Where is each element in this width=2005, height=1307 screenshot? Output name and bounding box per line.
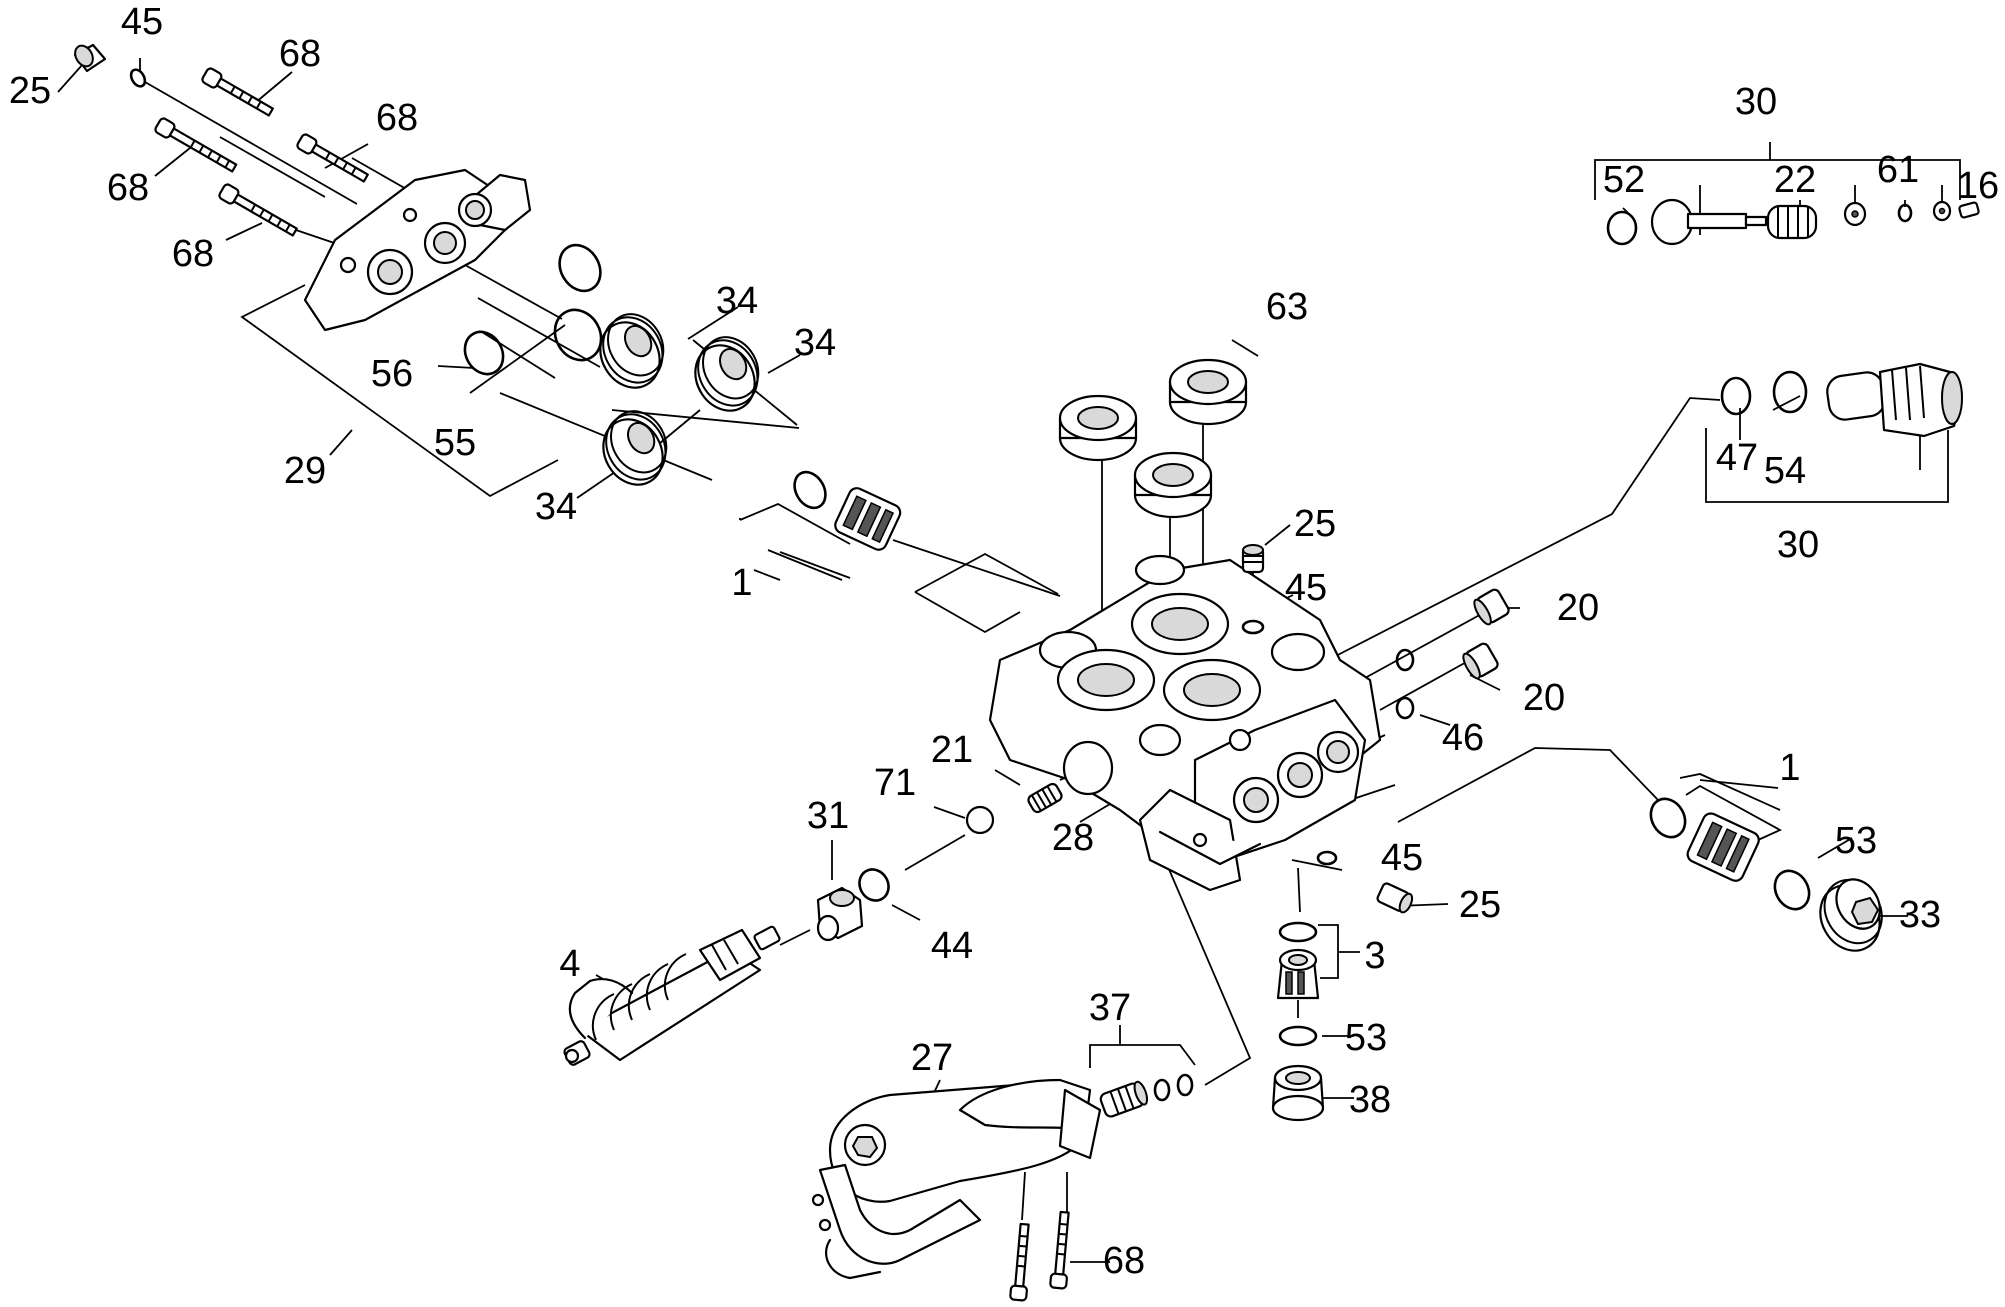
callout-l-30b: 30 xyxy=(1777,524,1819,566)
part-56-oring xyxy=(463,330,505,376)
callout-l-71: 71 xyxy=(874,762,916,804)
callout-l-63: 63 xyxy=(1266,286,1308,328)
part-1-check-valve-left xyxy=(834,487,902,551)
callout-l-47: 47 xyxy=(1716,437,1758,479)
callout-l-25b: 25 xyxy=(1294,503,1336,545)
callout-l-1b: 1 xyxy=(1779,747,1800,789)
callout-l-68a: 68 xyxy=(279,33,321,75)
callout-l-3: 3 xyxy=(1364,935,1385,977)
callout-l-25a: 25 xyxy=(9,70,51,112)
callout-l-20b: 20 xyxy=(1523,677,1565,719)
part-33-plug xyxy=(1819,878,1883,952)
part-28-pump-manifold xyxy=(988,554,1382,892)
part-3-check-valve xyxy=(1276,948,1320,1000)
callout-l-45b: 45 xyxy=(1285,567,1327,609)
callout-l-53b: 53 xyxy=(1345,1017,1387,1059)
part-20-plugs xyxy=(1462,588,1510,680)
callout-l-52: 52 xyxy=(1603,159,1645,201)
part-55-oring xyxy=(553,308,603,362)
callout-l-34c: 34 xyxy=(535,486,577,528)
callout-l-16: 16 xyxy=(1957,165,1999,207)
callout-l-68b: 68 xyxy=(376,97,418,139)
part-1-oring-right xyxy=(1649,797,1687,839)
part-38-plug xyxy=(1271,1064,1325,1122)
callout-l-28: 28 xyxy=(1052,817,1094,859)
callout-l-20a: 20 xyxy=(1557,587,1599,629)
callout-l-21: 21 xyxy=(931,729,973,771)
callout-l-34a: 34 xyxy=(716,280,758,322)
callout-l-46: 46 xyxy=(1442,717,1484,759)
callout-l-44: 44 xyxy=(931,925,973,967)
callout-l-45a: 45 xyxy=(121,1,163,43)
callout-l-37: 37 xyxy=(1089,987,1131,1029)
part-45-oring-center xyxy=(1241,619,1265,635)
part-30-unloader-assembly-right xyxy=(1720,362,1963,438)
callout-l-4: 4 xyxy=(559,943,580,985)
part-25-plug-lower xyxy=(1376,882,1414,914)
callout-l-68e: 68 xyxy=(1103,1240,1145,1282)
part-37-fitting xyxy=(1099,1073,1194,1118)
part-27-trigger-gun xyxy=(811,1078,1102,1280)
callout-l-45c: 45 xyxy=(1381,837,1423,879)
part-68-bolts xyxy=(154,67,369,237)
part-1-check-valve-right xyxy=(1686,812,1760,882)
part-oring-upper xyxy=(558,243,602,293)
part-1-oring-left xyxy=(793,470,827,510)
part-oring-20a xyxy=(1395,648,1415,672)
part-30-unloader-assembly-top xyxy=(1606,198,1980,246)
callout-l-25c: 25 xyxy=(1459,884,1501,926)
callout-l-61: 61 xyxy=(1877,149,1919,191)
callout-l-1a: 1 xyxy=(731,562,752,604)
callout-l-22: 22 xyxy=(1774,159,1816,201)
callout-l-30a: 30 xyxy=(1735,81,1777,123)
callout-l-53a: 53 xyxy=(1835,820,1877,862)
part-21-spring xyxy=(1027,782,1063,814)
callout-l-68d: 68 xyxy=(172,233,214,275)
part-46-oring xyxy=(1395,696,1415,720)
callout-l-27: 27 xyxy=(911,1037,953,1079)
part-45-oring-lower xyxy=(1316,850,1338,866)
callout-l-54: 54 xyxy=(1764,450,1806,492)
part-53-oring-right xyxy=(1773,869,1811,911)
part-63-seals xyxy=(1058,358,1248,519)
part-53-oring-lower xyxy=(1278,1025,1318,1047)
part-71-ball xyxy=(965,805,995,835)
part-34-plugs xyxy=(599,313,760,486)
part-68-bolts-bottom xyxy=(1009,1210,1070,1302)
callout-l-29: 29 xyxy=(284,450,326,492)
callout-l-56: 56 xyxy=(371,353,413,395)
callout-l-68c: 68 xyxy=(107,167,149,209)
part-4-nozzle xyxy=(563,925,781,1066)
part-3-oring xyxy=(1278,921,1318,943)
part-45-oring xyxy=(129,68,147,88)
callout-l-55: 55 xyxy=(434,422,476,464)
callout-l-31: 31 xyxy=(807,795,849,837)
part-25-plug xyxy=(73,43,107,73)
part-25-plug-center xyxy=(1241,544,1265,574)
callout-l-38: 38 xyxy=(1349,1079,1391,1121)
part-44-oring xyxy=(858,868,890,902)
callout-l-34b: 34 xyxy=(794,322,836,364)
part-31-fitting xyxy=(816,886,864,942)
part-29-valve-head xyxy=(303,168,532,332)
callout-l-33: 33 xyxy=(1899,894,1941,936)
